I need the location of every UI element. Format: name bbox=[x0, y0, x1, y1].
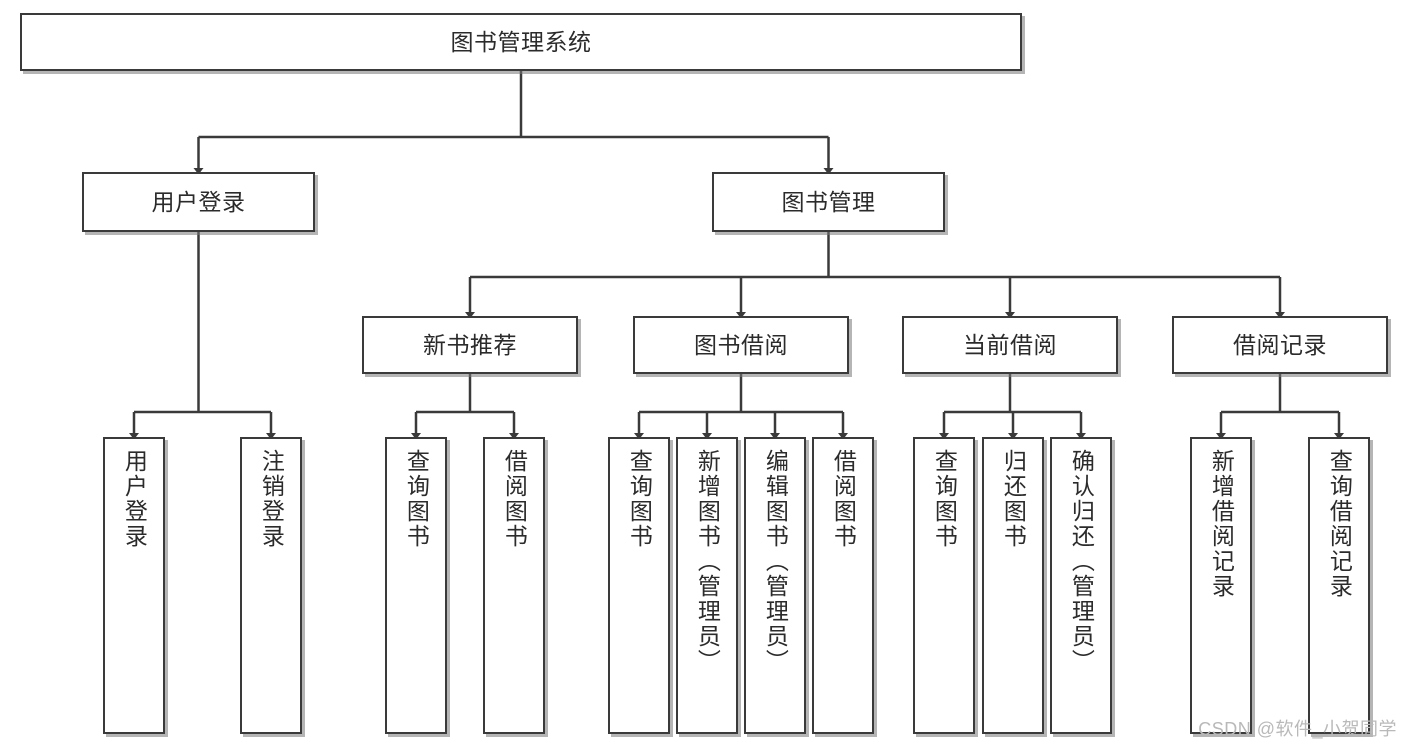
node-c2[interactable]: 归还图书 bbox=[982, 437, 1044, 734]
node-root[interactable]: 图书管理系统 bbox=[20, 13, 1022, 71]
node-b3[interactable]: 编辑图书（管理员） bbox=[744, 437, 806, 734]
node-l1[interactable]: 用户登录 bbox=[103, 437, 165, 734]
node-label: 新增图书（管理员） bbox=[694, 449, 721, 674]
node-l2[interactable]: 注销登录 bbox=[240, 437, 302, 734]
node-label: 查询图书 bbox=[931, 449, 958, 549]
node-borrow[interactable]: 图书借阅 bbox=[633, 316, 849, 374]
node-label: 查询图书 bbox=[403, 449, 430, 549]
node-label: 新书推荐 bbox=[423, 331, 517, 358]
node-label: 查询借阅记录 bbox=[1326, 449, 1353, 599]
node-label: 归还图书 bbox=[1000, 449, 1027, 549]
node-current[interactable]: 当前借阅 bbox=[902, 316, 1118, 374]
node-label: 用户登录 bbox=[151, 188, 246, 215]
node-label: 新增借阅记录 bbox=[1208, 449, 1235, 599]
node-r2[interactable]: 查询借阅记录 bbox=[1308, 437, 1370, 734]
edge-group bbox=[129, 71, 1344, 440]
watermark-text: CSDN @软件_小贺同学 bbox=[1198, 719, 1397, 739]
node-b2[interactable]: 新增图书（管理员） bbox=[676, 437, 738, 734]
node-label: 借阅图书 bbox=[501, 449, 528, 549]
node-label: 图书借阅 bbox=[694, 331, 788, 358]
node-label: 查询图书 bbox=[626, 449, 653, 549]
node-label: 借阅记录 bbox=[1233, 331, 1327, 358]
node-label: 用户登录 bbox=[121, 449, 148, 549]
node-b1[interactable]: 查询图书 bbox=[608, 437, 670, 734]
node-n2[interactable]: 借阅图书 bbox=[483, 437, 545, 734]
node-label: 当前借阅 bbox=[963, 331, 1057, 358]
node-c1[interactable]: 查询图书 bbox=[913, 437, 975, 734]
node-label: 编辑图书（管理员） bbox=[762, 449, 789, 674]
node-bookmgmt[interactable]: 图书管理 bbox=[712, 172, 945, 232]
node-label: 图书管理系统 bbox=[450, 28, 592, 55]
node-records[interactable]: 借阅记录 bbox=[1172, 316, 1388, 374]
node-login[interactable]: 用户登录 bbox=[82, 172, 315, 232]
node-n1[interactable]: 查询图书 bbox=[385, 437, 447, 734]
node-newbook[interactable]: 新书推荐 bbox=[362, 316, 578, 374]
node-b4[interactable]: 借阅图书 bbox=[812, 437, 874, 734]
node-c3[interactable]: 确认归还（管理员） bbox=[1050, 437, 1112, 734]
node-label: 图书管理 bbox=[781, 188, 876, 215]
node-r1[interactable]: 新增借阅记录 bbox=[1190, 437, 1252, 734]
node-label: 借阅图书 bbox=[830, 449, 857, 549]
node-label: 注销登录 bbox=[258, 449, 285, 549]
node-label: 确认归还（管理员） bbox=[1068, 449, 1095, 674]
